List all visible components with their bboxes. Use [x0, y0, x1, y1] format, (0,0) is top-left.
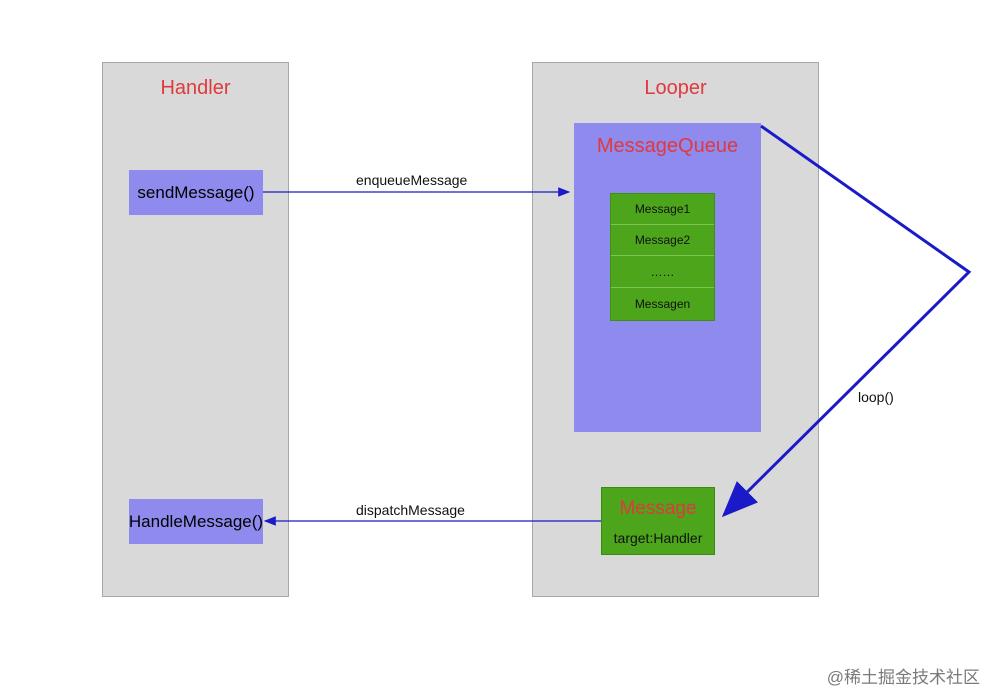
message-box: Message target:Handler — [601, 487, 715, 555]
message-queue-list: Message1 Message2 …… Messagen — [610, 193, 715, 321]
dispatch-label: dispatchMessage — [356, 502, 465, 518]
message-queue-title: MessageQueue — [596, 135, 739, 157]
message-title: Message — [619, 498, 697, 519]
enqueue-label: enqueueMessage — [356, 172, 468, 188]
message-target: target:Handler — [613, 530, 703, 546]
handler-title: Handler — [160, 77, 231, 99]
loop-label: loop() — [858, 389, 894, 405]
loop-arrow — [721, 124, 972, 518]
queue-item: Messagen — [634, 297, 691, 311]
looper-title: Looper — [644, 77, 707, 99]
watermark: @稀土掘金技术社区 — [826, 668, 980, 687]
queue-item: Message2 — [611, 225, 714, 256]
queue-item: …… — [611, 256, 714, 288]
handle-message-node: HandleMessage() — [129, 499, 263, 544]
send-message-node: sendMessage() — [129, 170, 263, 215]
queue-item: Message1 — [611, 194, 714, 225]
